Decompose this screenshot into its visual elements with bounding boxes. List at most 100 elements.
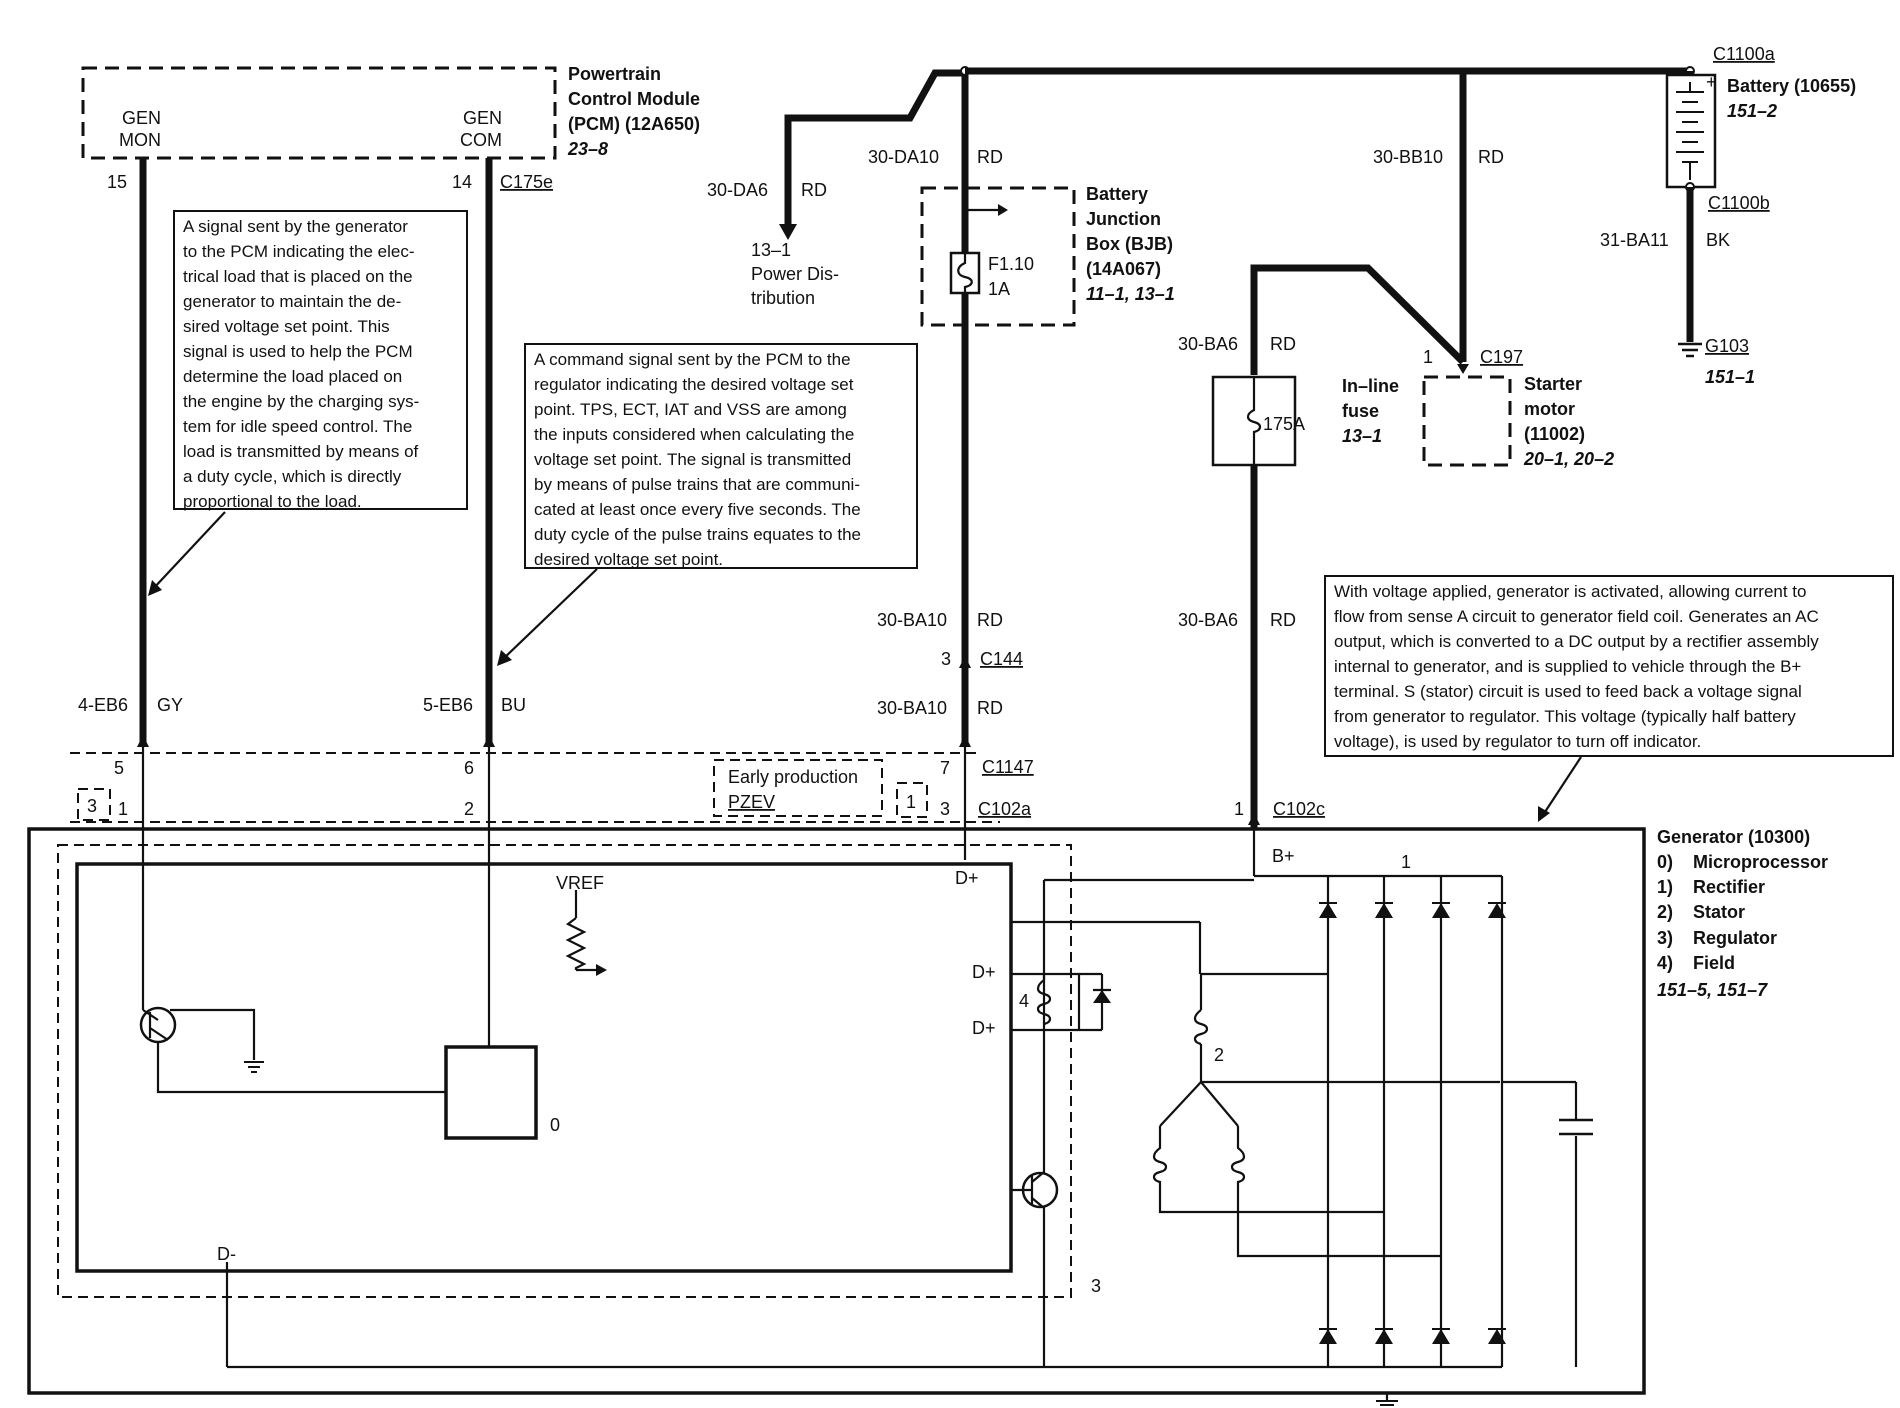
inline-fuse-title-2: fuse bbox=[1342, 401, 1379, 421]
early-production-label-1: Early production bbox=[728, 767, 858, 787]
label-b-plus: B+ bbox=[1272, 846, 1295, 866]
rectifier-diodes-icon bbox=[1319, 903, 1506, 1344]
note-generator: With voltage applied, generator is activ… bbox=[1324, 575, 1894, 757]
bjb-title-4: (14A067) bbox=[1086, 259, 1161, 279]
pin-7: 7 bbox=[940, 758, 950, 778]
callout-arrow-mon bbox=[151, 511, 226, 591]
circuit-30-ba10-a: 30-BA10 bbox=[877, 610, 947, 630]
bjb-tap-arrow bbox=[998, 204, 1008, 216]
badge-3: 3 bbox=[87, 796, 97, 816]
gen-com-label-1: GEN bbox=[463, 108, 502, 128]
pcm-ref: 23–8 bbox=[567, 139, 608, 159]
ground-g103-ref: 151–1 bbox=[1705, 367, 1755, 387]
pcm-title-2: Control Module bbox=[568, 89, 700, 109]
circuit-30-ba10-b: 30-BA10 bbox=[877, 698, 947, 718]
callout-arrowhead-com bbox=[497, 650, 512, 666]
starter-title-2: motor bbox=[1524, 399, 1575, 419]
pin-6: 6 bbox=[464, 758, 474, 778]
legend-2-value: Stator bbox=[1693, 902, 1745, 922]
bjb-title-3: Box (BJB) bbox=[1086, 234, 1173, 254]
starter-motor-box bbox=[1422, 375, 1512, 467]
circuit-30-bb10-color: RD bbox=[1478, 147, 1504, 167]
label-3: 3 bbox=[1091, 1276, 1101, 1296]
connector-c175e: C175e bbox=[500, 172, 553, 192]
regulator-ground-icon bbox=[244, 1061, 264, 1073]
rectifier-diode-bars bbox=[1319, 902, 1506, 1330]
regulator-internal-wiring bbox=[141, 830, 1387, 1369]
pin-3: 3 bbox=[940, 799, 950, 819]
fuse-f1-10-element bbox=[957, 253, 973, 293]
circuit-31-ba11-color: BK bbox=[1706, 230, 1730, 250]
callout-arrow-generator bbox=[1542, 756, 1582, 816]
gen-mon-label-2: MON bbox=[119, 130, 161, 150]
battery-title: Battery (10655) bbox=[1727, 76, 1856, 96]
connector-c197: C197 bbox=[1480, 347, 1523, 367]
bjb-ref: 11–1, 13–1 bbox=[1086, 284, 1175, 304]
generator-ground-icon bbox=[1376, 1400, 1398, 1406]
arrow-gen-com bbox=[483, 735, 495, 747]
connector-c1100b: C1100b bbox=[1708, 193, 1770, 213]
battery-cells-icon bbox=[1676, 82, 1704, 180]
pin-1-c102c: 1 bbox=[1234, 799, 1244, 819]
note-gen-mon: A signal sent by the generator to the PC… bbox=[173, 210, 468, 511]
connector-c102c: C102c bbox=[1273, 799, 1325, 819]
battery-ref: 151–2 bbox=[1727, 101, 1777, 121]
early-production-box bbox=[713, 759, 883, 817]
legend-1-value: Rectifier bbox=[1693, 877, 1765, 897]
circuit-30-ba10-a-color: RD bbox=[977, 610, 1003, 630]
generator-housing bbox=[27, 827, 1646, 1395]
microprocessor-box bbox=[444, 1045, 538, 1140]
inline-fuse-ref: 13–1 bbox=[1342, 426, 1382, 446]
connector-c1100a: C1100a bbox=[1713, 44, 1776, 64]
generator-title: Generator (10300) bbox=[1657, 827, 1810, 847]
transistor-right-body bbox=[1011, 1171, 1045, 1209]
pin-2: 2 bbox=[464, 799, 474, 819]
pcm-title-1: Powertrain bbox=[568, 64, 661, 84]
connector-c1147: C1147 bbox=[982, 757, 1034, 777]
legend-2-key: 2) bbox=[1657, 902, 1673, 922]
wire-30-da6 bbox=[784, 69, 963, 228]
arrow-gen-mon bbox=[137, 735, 149, 747]
circuit-31-ba11: 31-BA11 bbox=[1600, 230, 1669, 250]
pin-1: 1 bbox=[118, 799, 128, 819]
connector-c102a: C102a bbox=[978, 799, 1032, 819]
fuse-f1-10-amp: 1A bbox=[988, 279, 1010, 299]
legend-4-value: Field bbox=[1693, 953, 1735, 973]
wire-starter-link bbox=[1250, 264, 1466, 375]
circuit-30-da6-color: RD bbox=[801, 180, 827, 200]
gen-mon-label-1: GEN bbox=[122, 108, 161, 128]
battery-plus-icon: + bbox=[1706, 72, 1717, 92]
arrow-starter bbox=[1457, 364, 1469, 374]
bjb-title-1: Battery bbox=[1086, 184, 1148, 204]
label-0: 0 bbox=[550, 1115, 560, 1135]
circuit-30-da6: 30-DA6 bbox=[707, 180, 768, 200]
bjb-title-2: Junction bbox=[1086, 209, 1161, 229]
gen-com-label-2: COM bbox=[460, 130, 502, 150]
callout-arrowhead-mon bbox=[148, 580, 162, 596]
vref-arrow bbox=[596, 964, 607, 976]
pcm-pin-14: 14 bbox=[452, 172, 472, 192]
fuse-f1-10-label: F1.10 bbox=[988, 254, 1034, 274]
arrow-ba10 bbox=[959, 735, 971, 747]
note-gen-com: A command signal sent by the PCM to the … bbox=[524, 343, 918, 569]
regulator-box bbox=[75, 862, 1013, 1273]
starter-pin: 1 bbox=[1423, 347, 1433, 367]
callout-arrowhead-generator bbox=[1538, 806, 1550, 822]
pin-5: 5 bbox=[114, 758, 124, 778]
circuit-4-eb6: 4-EB6 bbox=[78, 695, 128, 715]
callout-arrow-com bbox=[501, 568, 598, 661]
starter-title-1: Starter bbox=[1524, 374, 1582, 394]
legend-3-key: 3) bbox=[1657, 928, 1673, 948]
starter-title-3: (11002) bbox=[1524, 424, 1585, 444]
inline-fuse-rating: 175A bbox=[1263, 414, 1305, 434]
starter-ref: 20–1, 20–2 bbox=[1523, 449, 1614, 469]
circuit-30-ba6-top: 30-BA6 bbox=[1178, 334, 1238, 354]
transistor-left-body bbox=[142, 1009, 169, 1041]
pcm-box bbox=[81, 66, 557, 160]
legend-3-value: Regulator bbox=[1693, 928, 1777, 948]
stator-rectifier-wiring bbox=[1152, 830, 1578, 1400]
circuit-30-da10-color: RD bbox=[977, 147, 1003, 167]
c144-pin: 3 bbox=[941, 649, 951, 669]
inline-fuse-element bbox=[1246, 377, 1262, 465]
